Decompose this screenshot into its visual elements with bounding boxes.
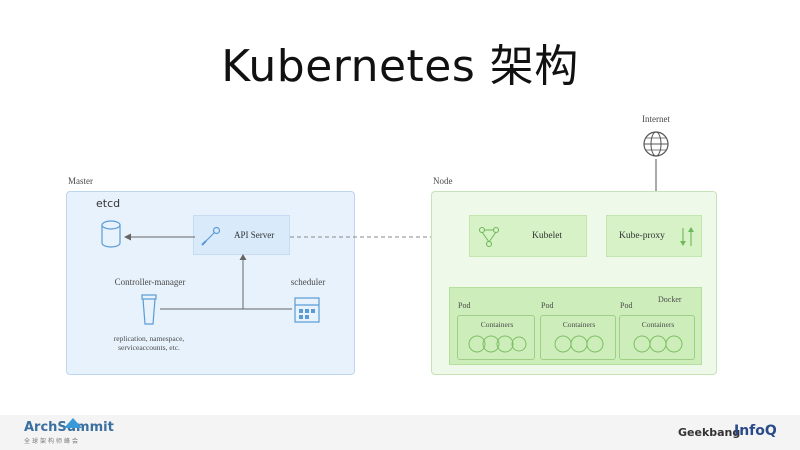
pod-box: Containers: [619, 315, 695, 360]
api-server-label: API Server: [234, 230, 275, 240]
pod-label: Pod: [458, 301, 471, 310]
docker-label: Docker: [658, 295, 682, 304]
controller-manager-label: Controller-manager: [114, 277, 186, 287]
master-connector-lines: [160, 254, 292, 310]
mountain-icon: [64, 418, 82, 428]
kube-proxy-box: Kube-proxy: [606, 215, 702, 257]
internet-label: Internet: [642, 114, 670, 124]
kubelet-box: Kubelet: [469, 215, 587, 257]
archsummit-subtext: 全球架构师峰会: [24, 439, 81, 445]
containers-label: Containers: [480, 320, 514, 329]
proxy-arrows-icon: [680, 227, 694, 246]
slide-title: Kubernetes 架构: [221, 41, 579, 92]
pod-label: Pod: [620, 301, 633, 310]
containers-label: Containers: [641, 320, 675, 329]
pod-box: Containers: [457, 315, 535, 360]
wrench-icon: [201, 226, 221, 246]
kubelet-label: Kubelet: [532, 231, 563, 241]
kube-proxy-label: Kube-proxy: [619, 231, 665, 241]
network-icon: [478, 226, 500, 248]
container-icons: [554, 335, 604, 353]
database-icon: [101, 220, 121, 248]
api-server-box: API Server: [193, 215, 290, 255]
infoq-logo: InfoQ: [734, 423, 777, 439]
api-to-etcd-arrow: [124, 233, 195, 241]
containers-label: Containers: [562, 320, 596, 329]
calendar-icon: [294, 297, 320, 323]
globe-icon: [643, 131, 669, 157]
master-label: Master: [68, 176, 93, 186]
cup-icon: [141, 294, 157, 325]
etcd-label: etcd: [96, 197, 121, 210]
container-icons: [468, 335, 527, 353]
pod-box: Containers: [540, 315, 616, 360]
docker-area: Docker Pod Containers Pod Containers Pod…: [449, 287, 702, 365]
archsummit-logo: ArchSummit 全球架构师峰会: [24, 418, 114, 445]
controllers-text: replication, namespace, serviceaccounts,…: [113, 334, 185, 352]
footer: [0, 415, 800, 450]
node-label: Node: [433, 176, 453, 186]
scheduler-label: scheduler: [290, 277, 326, 287]
pod-label: Pod: [541, 301, 554, 310]
geekbang-logo: Geekbang: [678, 426, 741, 439]
container-icons: [633, 335, 683, 353]
